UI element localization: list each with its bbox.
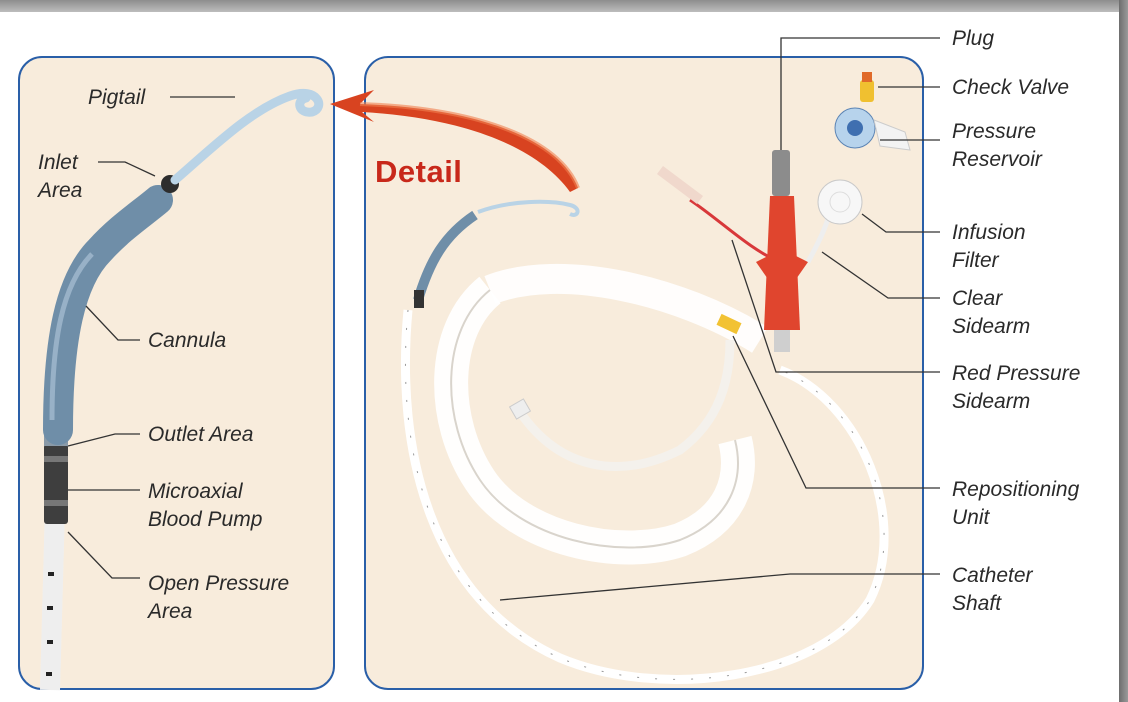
cannula-small	[418, 215, 475, 300]
label-outlet: Outlet Area	[148, 421, 253, 448]
label-plug: Plug	[952, 25, 994, 52]
label-filter-1: Infusion	[952, 219, 1026, 246]
label-pump-1: Microaxial	[148, 478, 243, 505]
check-valve	[860, 80, 874, 102]
coiled-sleeve	[451, 290, 738, 548]
label-shaft-2: Shaft	[952, 590, 1001, 617]
label-shaft-1: Catheter	[952, 562, 1033, 589]
label-pressure-2: Area	[148, 598, 192, 625]
label-pump-2: Blood Pump	[148, 506, 262, 533]
inner-tube	[520, 340, 730, 466]
label-inlet-1: Inlet	[38, 149, 78, 176]
label-filter-2: Filter	[952, 247, 999, 274]
cannula	[58, 200, 158, 430]
detail-title: Detail	[375, 154, 462, 190]
label-red-2: Sidearm	[952, 388, 1030, 415]
label-inlet-2: Area	[38, 177, 82, 204]
label-reservoir-1: Pressure	[952, 118, 1036, 145]
label-clear-2: Sidearm	[952, 313, 1030, 340]
label-pressure-1: Open Pressure	[148, 570, 289, 597]
label-pigtail: Pigtail	[88, 84, 145, 111]
label-red-1: Red Pressure	[952, 360, 1080, 387]
pigtail	[175, 93, 319, 180]
red-sidearm	[690, 200, 780, 262]
right-catheter	[405, 72, 910, 679]
infusion-filter	[818, 180, 862, 224]
label-repo-1: Repositioning	[952, 476, 1079, 503]
plug	[772, 150, 790, 196]
label-repo-2: Unit	[952, 504, 989, 531]
label-check-valve: Check Valve	[952, 74, 1069, 101]
label-reservoir-2: Reservoir	[952, 146, 1042, 173]
label-clear-1: Clear	[952, 285, 1002, 312]
label-cannula: Cannula	[148, 327, 226, 354]
